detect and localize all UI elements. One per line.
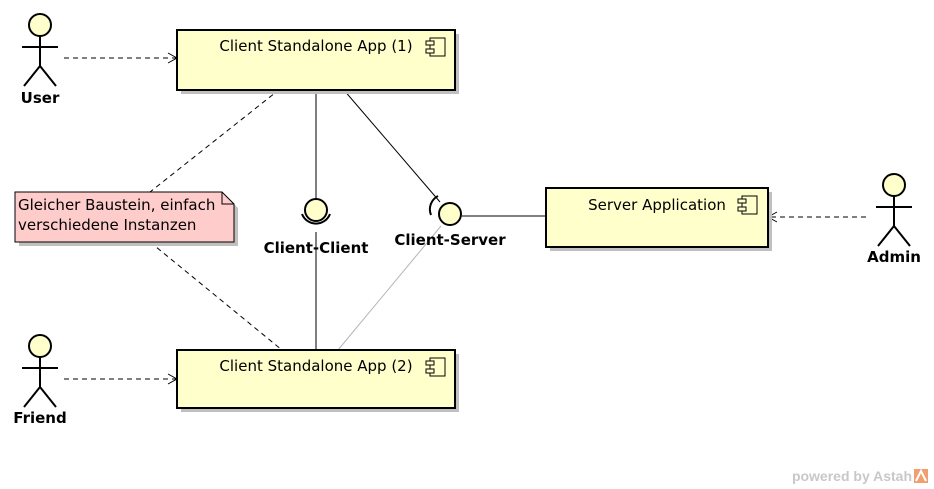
component-client-standalone-app-2[interactable]: Client Standalone App (2) xyxy=(176,349,459,412)
component-icon xyxy=(425,37,446,57)
stick-figure-icon xyxy=(22,13,58,87)
socket-icon xyxy=(428,195,439,216)
client1-client-server-link xyxy=(342,88,441,203)
note-line-1: Gleicher Baustein, einfach xyxy=(18,196,215,214)
component-server-application[interactable]: Server Application xyxy=(545,187,772,251)
note-line-2: verschiedene Instanzen xyxy=(18,216,196,234)
component-icon xyxy=(737,195,758,215)
astah-watermark: powered by Astah xyxy=(792,468,928,484)
component-label: Client Standalone App (2) xyxy=(219,357,412,375)
actor-user[interactable]: User xyxy=(21,13,60,107)
note-anchor-client1 xyxy=(149,88,281,193)
actor-label: Admin xyxy=(867,248,921,266)
interface-client-server[interactable]: Client-Server xyxy=(394,195,506,249)
note-annotation[interactable]: Gleicher Baustein, einfach verschiedene … xyxy=(14,191,238,246)
interface-client-client[interactable]: Client-Client xyxy=(264,198,369,257)
actor-admin[interactable]: Admin xyxy=(867,173,921,266)
note-anchor-client2 xyxy=(149,241,283,351)
socket-icon xyxy=(301,213,331,225)
interface-label: Client-Server xyxy=(394,231,506,249)
component-label: Client Standalone App (1) xyxy=(219,37,412,55)
client2-client-server-link xyxy=(337,225,442,351)
component-label: Server Application xyxy=(588,196,726,214)
stick-figure-icon xyxy=(876,173,912,247)
stick-figure-icon xyxy=(22,334,58,408)
component-client-standalone-app-1[interactable]: Client Standalone App (1) xyxy=(176,29,459,94)
component-icon xyxy=(425,357,446,377)
actor-label: User xyxy=(21,89,60,107)
actor-friend[interactable]: Friend xyxy=(13,334,67,427)
interface-label: Client-Client xyxy=(264,239,369,257)
astah-logo-icon xyxy=(914,468,928,483)
actor-label: Friend xyxy=(13,409,66,427)
watermark-text: powered by Astah xyxy=(792,468,912,484)
